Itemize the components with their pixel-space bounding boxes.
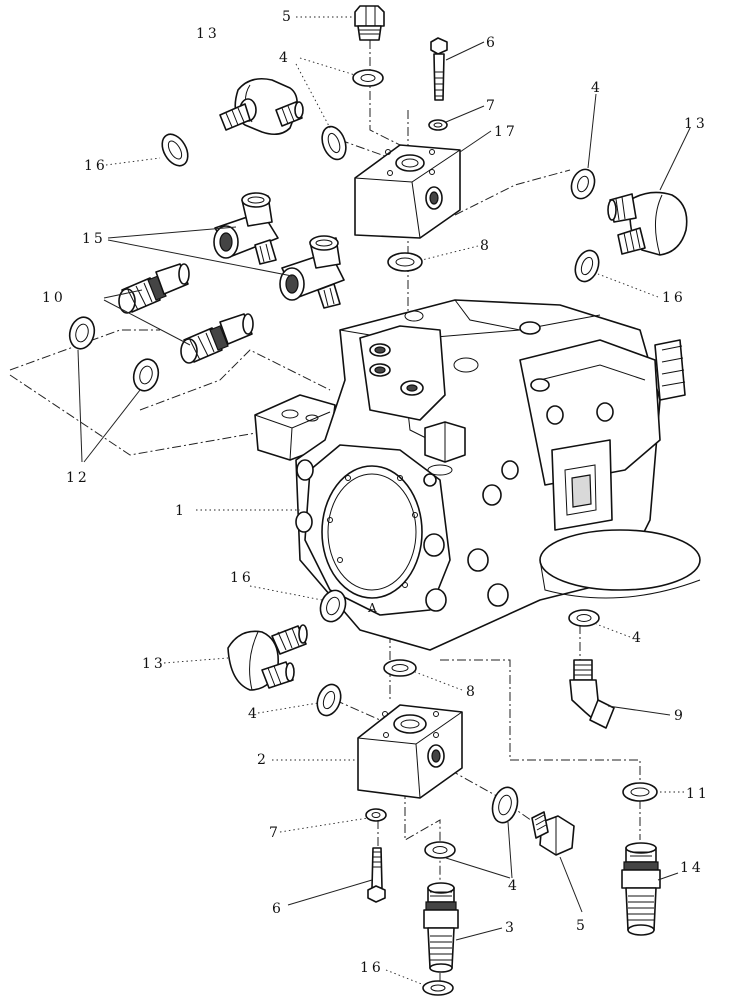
tee-fitting-upper <box>213 192 279 265</box>
washer-4-left <box>321 125 347 161</box>
washer-8-top <box>387 252 423 272</box>
bolt-bottom <box>367 847 386 903</box>
adapter-lower <box>180 313 254 364</box>
elbow-fitting-top-right <box>607 191 688 256</box>
elbow-fitting-9 <box>569 659 615 729</box>
callout-label: 5 <box>576 918 588 934</box>
callout-label: 13 <box>684 116 708 132</box>
straight-fitting-3 <box>423 882 459 973</box>
callout-label: 10 <box>42 290 66 306</box>
callout-label: 15 <box>82 231 106 247</box>
callout-labels: 1 2 3 4 4 4 4 4 5 5 6 6 7 7 8 8 9 10 11 … <box>42 9 710 976</box>
callout-label: 16 <box>662 290 686 306</box>
callout-label: 8 <box>480 238 492 254</box>
washer-4-bottom-right <box>491 786 519 824</box>
callout-label: 4 <box>279 50 291 66</box>
elbow-fitting-bottom <box>227 624 308 691</box>
straight-fitting-14 <box>621 842 661 936</box>
adapter-upper <box>118 263 190 314</box>
callout-label: 16 <box>360 960 384 976</box>
callout-label: 13 <box>196 26 220 42</box>
callout-label: 7 <box>486 98 498 114</box>
manifold-block-top <box>354 144 461 239</box>
washer-16-top-right <box>574 249 600 283</box>
callout-label: 4 <box>632 630 644 646</box>
port-a-marking: A <box>367 601 377 615</box>
callout-label: 5 <box>282 9 294 25</box>
tee-fitting-lower <box>279 235 345 309</box>
callout-label: 4 <box>508 878 520 894</box>
callout-label: 12 <box>66 470 90 486</box>
washer-11 <box>622 782 658 802</box>
callout-label: 4 <box>248 706 260 722</box>
hydraulic-pump-assembly <box>254 299 701 651</box>
washer-12-left <box>68 316 96 350</box>
elbow-fitting-top-left <box>219 77 304 136</box>
callout-label: 7 <box>269 825 281 841</box>
callout-label: 6 <box>272 901 284 917</box>
manifold-block-bottom <box>357 704 463 799</box>
plug-top <box>354 5 385 41</box>
washer-16-top-left <box>161 133 189 167</box>
washer-8-bottom <box>383 659 417 677</box>
leader-lines <box>77 16 691 986</box>
callout-label: 6 <box>486 35 498 51</box>
callout-label: 11 <box>686 786 710 802</box>
washer-small-bottom <box>365 808 387 822</box>
plug-bottom <box>531 811 575 856</box>
callout-label: 4 <box>591 80 603 96</box>
washer-4-bottom-left <box>316 683 342 717</box>
callout-label: 2 <box>257 752 269 768</box>
callout-label: 8 <box>466 684 478 700</box>
callout-label: 1 <box>175 503 187 519</box>
bolt-top <box>430 37 448 101</box>
callout-label: 13 <box>142 656 166 672</box>
washer-4-top-right <box>570 168 596 200</box>
washer-top <box>352 69 384 87</box>
callout-label: 17 <box>494 124 518 140</box>
callout-label: 16 <box>230 570 254 586</box>
callout-label: 14 <box>680 860 704 876</box>
washer-12-right <box>132 358 160 392</box>
washer-16-mid <box>319 589 347 623</box>
washer-4-bottom-mid <box>424 841 456 859</box>
washer-16-bottom <box>422 980 454 996</box>
callout-label: 3 <box>505 920 517 936</box>
washer-small-top <box>428 119 448 131</box>
washer-4-right <box>568 609 600 627</box>
callout-label: 9 <box>674 708 686 724</box>
callout-label: 16 <box>84 158 108 174</box>
